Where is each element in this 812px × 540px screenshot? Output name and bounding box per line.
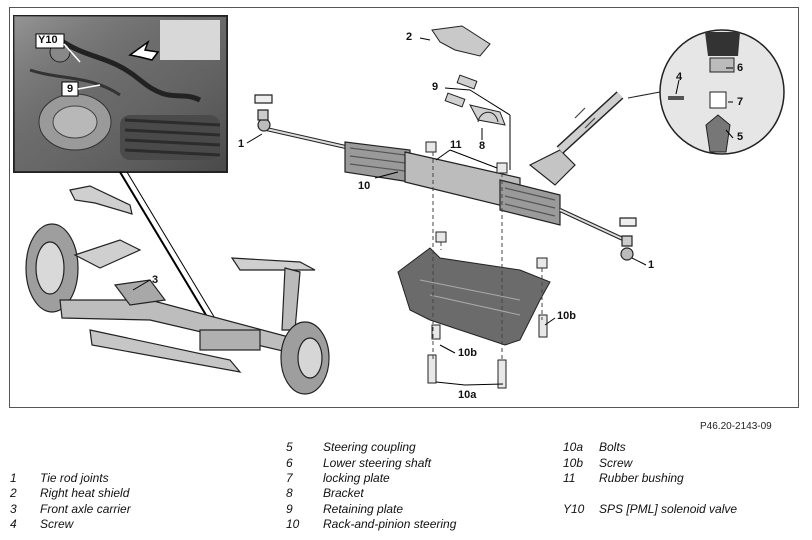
legend-number: 1 xyxy=(10,471,17,485)
callout-10b-bottom: 10b xyxy=(458,347,477,359)
callout-7: 7 xyxy=(737,96,744,108)
legend-number: 10b xyxy=(563,456,584,470)
legend-number: 6 xyxy=(286,456,293,470)
legend-text: Bolts xyxy=(599,440,626,454)
steering-mount-crossmember xyxy=(397,247,551,346)
legend-number: 4 xyxy=(10,517,17,531)
heat-shield xyxy=(431,25,491,57)
legend-text: Rubber bushing xyxy=(599,471,684,485)
legend-number: 5 xyxy=(286,440,293,454)
callout-y10: Y10 xyxy=(38,34,58,46)
callout-11: 11 xyxy=(450,139,462,151)
legend-text: SPS [PML] solenoid valve xyxy=(599,502,738,516)
legend-number: 10 xyxy=(286,517,300,531)
figure-reference: P46.20-2143-09 xyxy=(700,421,772,432)
legend-column-2: 5 Steering coupling 6 Lower steering shaft… xyxy=(286,439,546,535)
callout-5: 5 xyxy=(737,131,744,143)
callout-4: 4 xyxy=(676,71,683,83)
callout-3: 3 xyxy=(152,274,159,286)
legend-text: Retaining plate xyxy=(323,502,404,516)
legend-text: Screw xyxy=(599,456,633,470)
legend-column-3: 10a Bolts 10b Screw 11 Rubber bushing Y10 SP… xyxy=(563,439,803,519)
callout-10a: 10a xyxy=(458,389,477,401)
callout-10b-top: 10b xyxy=(557,310,576,322)
legend-number: 8 xyxy=(286,486,293,500)
legend-text: Lower steering shaft xyxy=(323,456,432,470)
callout-1-left: 1 xyxy=(238,138,245,150)
legend-number: 3 xyxy=(10,502,17,516)
legend-text: Bracket xyxy=(323,486,364,500)
callout-1-right: 1 xyxy=(648,259,655,271)
legend-text: locking plate xyxy=(323,471,390,485)
bracket-and-retaining-plate xyxy=(444,74,506,126)
callout-inset-9: 9 xyxy=(67,83,74,95)
coupling-detail-inset xyxy=(627,29,785,155)
legend-text: Front axle carrier xyxy=(40,502,131,516)
callout-leaders xyxy=(132,37,734,386)
rack-and-pinion-steering xyxy=(254,91,637,261)
legend-number: Y10 xyxy=(563,502,585,516)
callout-9: 9 xyxy=(432,81,439,93)
callout-2: 2 xyxy=(406,31,413,43)
legend-number: 9 xyxy=(286,502,293,516)
legend-number: 10a xyxy=(563,440,584,454)
legend-number: 11 xyxy=(563,471,576,485)
legend-text: Tie rod joints xyxy=(40,471,109,485)
legend-text: Steering coupling xyxy=(323,440,416,454)
legend-number: 7 xyxy=(286,471,293,485)
inset-photo xyxy=(13,15,228,173)
callout-8: 8 xyxy=(479,140,486,152)
front-axle-carrier xyxy=(25,185,330,395)
callout-6: 6 xyxy=(737,62,744,74)
legend-text: Right heat shield xyxy=(40,486,130,500)
legend-text: Screw xyxy=(40,517,74,531)
legend-column-1: 1 Tie rod joints 2 Right heat shield 3 Fron… xyxy=(10,470,270,534)
callout-10: 10 xyxy=(358,180,371,192)
legend-text: Rack-and-pinion steering xyxy=(323,517,457,531)
legend-number: 2 xyxy=(10,486,17,500)
